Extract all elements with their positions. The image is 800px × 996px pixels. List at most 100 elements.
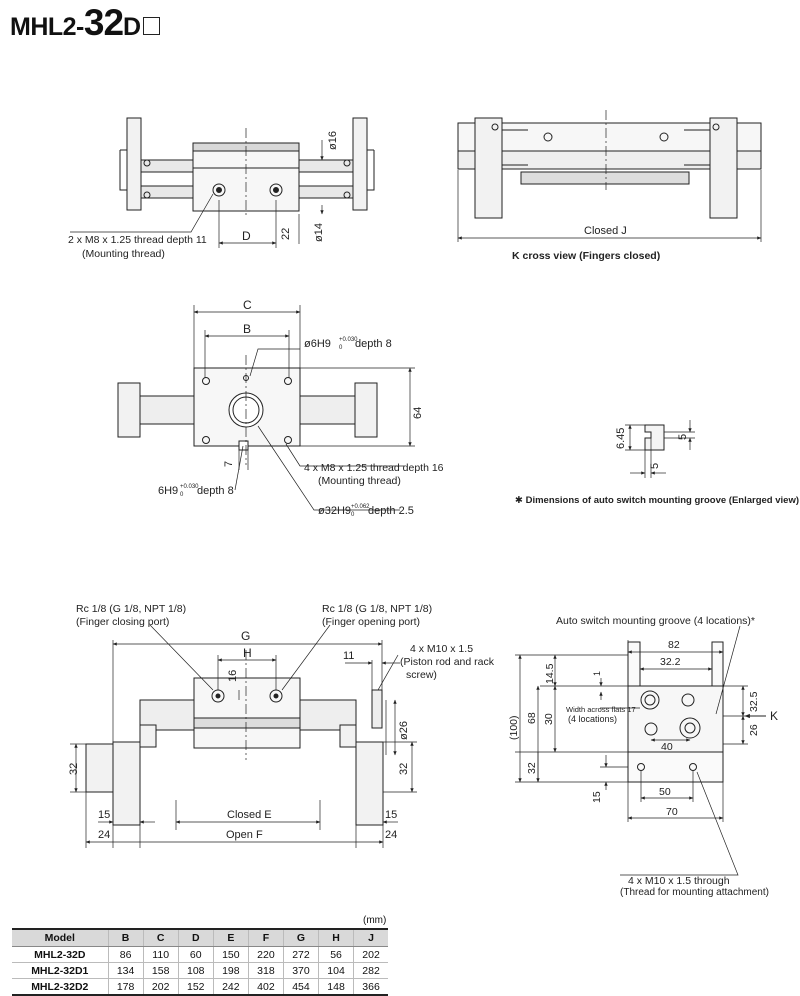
table-row: MHL2-32D1 134 158 108 198 318 370 104 28… xyxy=(12,962,388,979)
svg-text:ø32H9: ø32H9 xyxy=(318,505,351,517)
front-dim-11: 11 xyxy=(343,650,354,662)
cell-d: 108 xyxy=(177,962,214,979)
front-port-close-2: (Finger closing port) xyxy=(76,616,169,628)
cell-g: 454 xyxy=(282,978,319,996)
page-title: MHL2- 32 D xyxy=(10,2,161,48)
groove-detail xyxy=(625,420,695,478)
front-screw-note-3: screw) xyxy=(406,669,437,681)
front-open-f: Open F xyxy=(226,829,263,841)
side-dim-26: 26 xyxy=(748,724,760,736)
svg-text:0: 0 xyxy=(339,345,343,351)
cell-c: 110 xyxy=(142,946,179,963)
front-screw-note: 4 x M10 x 1.5 xyxy=(410,643,473,655)
side-dim-32: 32 xyxy=(526,762,538,774)
svg-text:ø6H9: ø6H9 xyxy=(304,338,331,350)
svg-text:+0.062: +0.062 xyxy=(351,504,370,510)
cell-j: 282 xyxy=(353,962,388,979)
top-thread-note: 2 x M8 x 1.25 thread depth 11 xyxy=(68,234,207,246)
side-dim-30: 30 xyxy=(543,713,555,725)
front-dim-24b: 24 xyxy=(385,829,397,841)
top-dim-phi14: ø14 xyxy=(313,223,325,242)
mid-dim-64: 64 xyxy=(412,407,424,419)
svg-text:0: 0 xyxy=(351,512,355,518)
front-dim-g: G xyxy=(241,629,250,643)
svg-text:depth 8: depth 8 xyxy=(355,338,392,350)
mid-dim-7: 7 xyxy=(223,461,235,467)
cell-d: 60 xyxy=(177,946,214,963)
side-dim-325: 32.5 xyxy=(748,691,760,712)
side-dim-70: 70 xyxy=(666,806,678,818)
side-dim-68: 68 xyxy=(526,712,538,724)
front-dim-15b: 15 xyxy=(385,809,397,821)
k-closed-j: Closed J xyxy=(584,225,627,237)
middle-view xyxy=(117,305,415,511)
cell-j: 366 xyxy=(353,978,388,996)
k-view-caption: K cross view (Fingers closed) xyxy=(512,250,660,262)
dimensions-table: Model B C D E F G H J MHL2-32D 86 110 60… xyxy=(12,928,388,996)
header-e: E xyxy=(212,928,249,947)
cell-model: MHL2-32D2 xyxy=(12,978,109,996)
mid-bore-note: ø32H9 +0.062 0 depth 2.5 xyxy=(318,504,414,518)
side-flats-note-2: (4 locations) xyxy=(568,714,617,724)
svg-text:depth 2.5: depth 2.5 xyxy=(368,505,414,517)
svg-text:+0.030: +0.030 xyxy=(339,337,358,343)
mid-hole-top-note: ø6H9 +0.030 0 depth 8 xyxy=(304,337,392,351)
title-prefix: MHL2- xyxy=(10,13,84,41)
cell-model: MHL2-32D1 xyxy=(12,962,109,979)
front-dim-32b: 32 xyxy=(398,763,410,775)
svg-text:0: 0 xyxy=(180,492,184,498)
title-size: 32 xyxy=(83,2,124,43)
front-dim-h: H xyxy=(243,646,252,660)
cell-j: 202 xyxy=(353,946,388,963)
front-view xyxy=(70,624,417,848)
header-c: C xyxy=(142,928,179,947)
side-groove-note: Auto switch mounting groove (4 locations… xyxy=(556,615,755,627)
cell-f: 318 xyxy=(247,962,284,979)
groove-dim-5a: 5 xyxy=(677,434,689,440)
svg-text:+0.030: +0.030 xyxy=(180,484,199,490)
header-g: G xyxy=(282,928,319,947)
side-dim-40: 40 xyxy=(661,741,673,753)
front-dim-16: 16 xyxy=(227,670,239,682)
cell-d: 152 xyxy=(177,978,214,996)
side-through-note-2: (Thread for mounting attachment) xyxy=(620,887,769,898)
title-suffix: D xyxy=(123,13,142,41)
side-view xyxy=(515,625,766,876)
header-f: F xyxy=(247,928,284,947)
svg-text:6H9: 6H9 xyxy=(158,485,178,497)
cell-b: 134 xyxy=(107,962,144,979)
front-port-open-2: (Finger opening port) xyxy=(322,616,420,628)
side-dim-50: 50 xyxy=(659,786,671,798)
cell-c: 202 xyxy=(142,978,179,996)
front-port-close: Rc 1/8 (G 1/8, NPT 1/8) xyxy=(76,603,186,615)
header-h: H xyxy=(318,928,354,947)
front-closed-e: Closed E xyxy=(227,809,272,821)
front-dim-15a: 15 xyxy=(98,809,110,821)
mid-hole-left-note: 6H9 +0.030 0 depth 8 xyxy=(158,484,234,498)
cell-e: 242 xyxy=(212,978,249,996)
front-port-open: Rc 1/8 (G 1/8, NPT 1/8) xyxy=(322,603,432,615)
table-header-row: Model B C D E F G H J xyxy=(12,928,388,947)
side-dim-100: (100) xyxy=(508,715,520,740)
cell-g: 370 xyxy=(282,962,319,979)
header-j: J xyxy=(353,928,388,947)
k-cross-view xyxy=(457,110,762,242)
top-view xyxy=(70,117,375,248)
side-dim-82: 82 xyxy=(668,639,680,651)
side-dim-145: 14.5 xyxy=(544,663,556,684)
top-dim-22: 22 xyxy=(280,228,292,240)
table-row: MHL2-32D 86 110 60 150 220 272 56 202 xyxy=(12,946,388,963)
top-dim-d: D xyxy=(242,229,251,243)
cell-e: 150 xyxy=(212,946,249,963)
front-dim-32a: 32 xyxy=(68,763,80,775)
side-dim-15: 15 xyxy=(591,791,603,803)
cell-c: 158 xyxy=(142,962,179,979)
front-dim-phi26: ø26 xyxy=(398,721,410,740)
groove-dim-5b: 5 xyxy=(649,463,661,469)
side-flats-note: Width across flats 17 xyxy=(566,705,636,714)
header-model: Model xyxy=(12,928,109,947)
groove-dim-645: 6.45 xyxy=(615,428,627,449)
mid-thread-note: 4 x M8 x 1.25 thread depth 16 xyxy=(304,462,444,474)
side-through-note: 4 x M10 x 1.5 through xyxy=(628,875,730,887)
